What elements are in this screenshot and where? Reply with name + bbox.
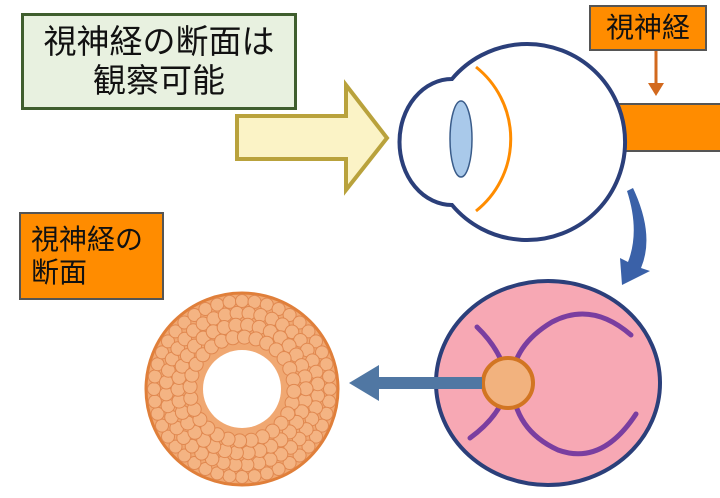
nerve-fiber [271, 302, 286, 316]
nerve-fiber [168, 439, 183, 454]
nerve-fiber [147, 382, 161, 396]
eyeball [397, 42, 627, 242]
nerve-fiber [282, 308, 297, 322]
nerve-fiber [235, 470, 249, 484]
nerve-cross-section [144, 291, 340, 487]
nerve-fibers [147, 294, 337, 484]
nerve-fiber [292, 315, 307, 330]
retina-layer [475, 65, 513, 213]
nerve-fiber [161, 334, 175, 349]
nerve-fiber [322, 369, 337, 384]
observable-callout: 視神経の断面は 観察可能 [21, 13, 297, 110]
lens [449, 100, 473, 178]
nerve-section-center [203, 350, 281, 428]
right-arrow-icon [235, 79, 390, 196]
cross-section-line-1: 視神経の [31, 222, 144, 256]
nerve-fiber [309, 334, 323, 349]
nerve-fiber [155, 345, 169, 360]
nerve-fiber [168, 324, 183, 339]
nerve-fiber [282, 456, 297, 470]
fundus-view [434, 279, 662, 487]
nerve-fiber [309, 429, 323, 444]
nerve-fiber [187, 456, 202, 470]
nerve-fiber [247, 469, 262, 484]
optic-nerve-label: 視神経 [589, 5, 707, 51]
eyeball-outline [397, 42, 627, 242]
cross-section-label: 視神経の 断面 [19, 212, 164, 300]
cross-section-line-2: 断面 [31, 256, 88, 289]
nerve-fiber [286, 383, 302, 399]
nerve-fiber [235, 294, 249, 308]
nerve-fiber [147, 394, 162, 409]
nerve-fiber [292, 448, 307, 463]
left-arrow-icon [349, 365, 482, 401]
nerve-fiber [315, 418, 329, 433]
nerve-fiber [187, 308, 202, 322]
nerve-fiber [177, 315, 192, 330]
optic-disc [481, 356, 535, 410]
nerve-fiber [298, 381, 314, 397]
observable-line-2: 観察可能 [93, 60, 225, 100]
nerve-fiber [177, 448, 192, 463]
observable-line-1: 視神経の断面は [43, 21, 275, 61]
nerve-fiber [198, 462, 213, 476]
nerve-fiber [301, 439, 316, 454]
nerve-fiber [222, 294, 237, 309]
nerve-fiber [161, 429, 175, 444]
nerve-fiber [323, 382, 337, 396]
down-arrow-icon [648, 51, 664, 96]
nerve-fiber [301, 324, 316, 339]
curved-arrow-icon [620, 188, 650, 285]
optic-nerve-label-text: 視神経 [605, 11, 690, 45]
